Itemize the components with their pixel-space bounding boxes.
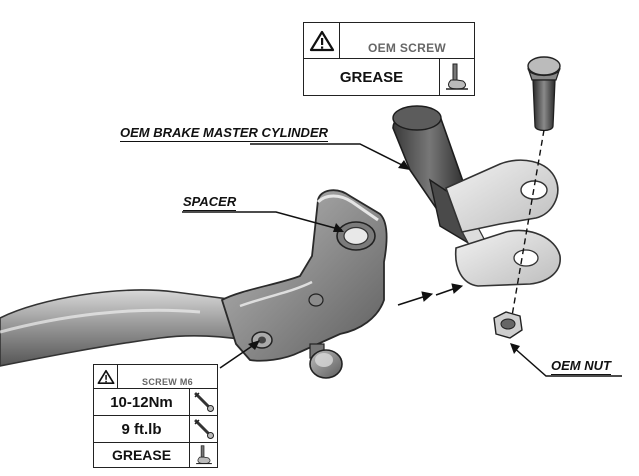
- warning-icon: [94, 365, 118, 388]
- assembly-direction-arrows: [397, 283, 464, 306]
- screw-m6-grease: GREASE: [94, 443, 190, 467]
- oem-screw-title: OEM SCREW: [367, 41, 447, 55]
- oem-nut: [493, 311, 523, 339]
- oem-brake-master-cylinder: [392, 105, 561, 287]
- label-spacer: SPACER: [183, 194, 237, 211]
- label-oem-brake-master-cylinder: OEM BRAKE MASTER CYLINDER: [120, 125, 329, 142]
- screw-m6-spec-box: SCREW M6 10-12Nm 9 ft.lb GREASE: [93, 364, 218, 468]
- grease-tube-icon: [440, 59, 474, 95]
- adjuster-knob: [309, 343, 343, 379]
- screw-m6-title: SCREW M6: [142, 377, 193, 387]
- label-oem-nut: OEM NUT: [551, 358, 611, 375]
- oem-screw-spec-box: OEM SCREW GREASE: [303, 22, 475, 96]
- torque-wrench-icon: [190, 416, 217, 442]
- torque-wrench-icon: [190, 389, 217, 415]
- brake-lever: [0, 289, 248, 367]
- grease-tube-icon: [190, 443, 217, 467]
- lever-body: [220, 189, 388, 379]
- warning-icon: [304, 23, 340, 58]
- oem-screw: [527, 56, 561, 132]
- screw-m6-torque-ftlb: 9 ft.lb: [94, 416, 190, 442]
- screw-axis-line: [511, 129, 545, 317]
- oem-screw-grease: GREASE: [304, 59, 440, 95]
- screw-m6-torque-nm: 10-12Nm: [94, 389, 190, 415]
